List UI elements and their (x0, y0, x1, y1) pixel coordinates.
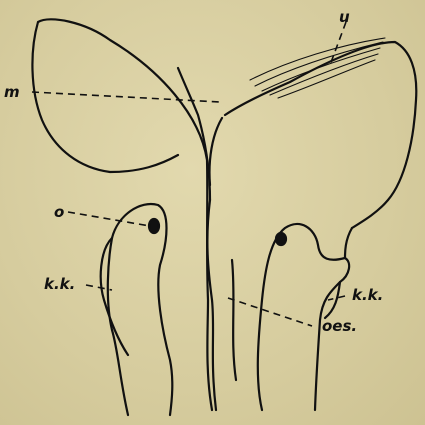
leader-oes (228, 298, 312, 326)
left-eye (149, 219, 159, 233)
leader-o (68, 212, 150, 226)
gill-line-3 (262, 48, 380, 91)
label-oes: oes. (322, 317, 357, 335)
gill-line-5 (278, 60, 375, 98)
left-knob-outline (108, 204, 173, 415)
right-knob-lower-edge (325, 282, 340, 318)
right-eye (276, 233, 286, 245)
right-knob-neck (345, 228, 352, 258)
label-m: m (4, 83, 20, 101)
leader-m (32, 92, 220, 102)
label-kk-left: k.k. (44, 275, 75, 293)
label-o: o (54, 203, 64, 221)
left-lobe-inner-fold (178, 68, 210, 200)
label-u: u (339, 8, 350, 26)
gill-line-1 (250, 38, 385, 80)
right-lobe-inner-edge (210, 118, 223, 185)
right-lobe-outline (225, 42, 416, 228)
label-kk-right: k.k. (352, 286, 383, 304)
stalk-right-line (232, 260, 236, 380)
gill-line-4 (270, 54, 378, 95)
